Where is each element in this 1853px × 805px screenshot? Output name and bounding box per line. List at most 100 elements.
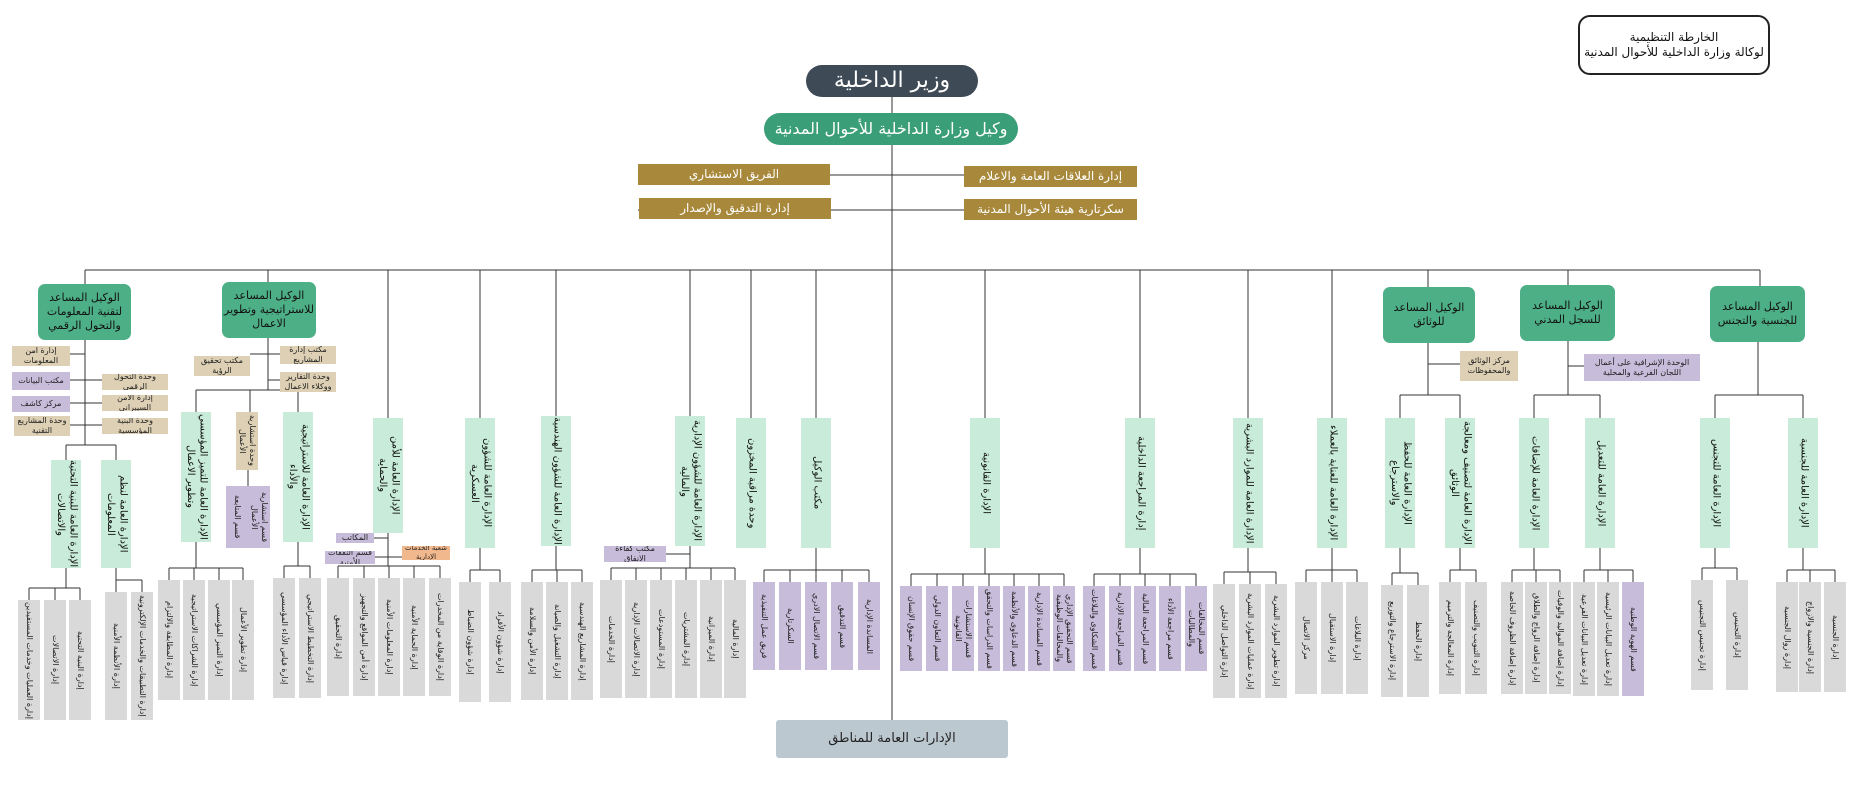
agent-it: الوكيل المساعد لتقنية المعلومات والتحول …: [38, 284, 131, 340]
leaf-c10-0: إدارة الوقاية من المخدرات: [429, 578, 451, 696]
leaf-c3-4: قسم الشكاوى والبلاغات: [1083, 586, 1105, 671]
leaf-c8-0: إدارة المشاريع الهندسية: [571, 582, 593, 700]
audit-issuance-box: إدارة التدقيق والإصدار: [639, 198, 831, 219]
leaf-s2-0: إدارة تطوير الأعمال: [232, 580, 254, 700]
leaf-c2-1: إدارة عمليات الموارد البشرية: [1239, 584, 1261, 698]
leaf-c9-1: إدارة شؤون الضباط: [459, 582, 481, 702]
leaf-s2-1: إدارة التميز المؤسسي: [208, 580, 230, 700]
directorate-civ2: الإدارة العامة للإضافات: [1519, 418, 1549, 548]
agent-documents: الوكيل المساعد للوثائق: [1383, 287, 1475, 343]
directorate-c6: وحدة مراقبة المخزون: [736, 418, 766, 548]
directorate-c8: الإدارة العامة للشؤون الهندسية: [541, 416, 571, 546]
leaf-doc1-0: إدارة التبويب والتصنيف: [1465, 582, 1487, 694]
leaf-it2-2: إدارة العمليات وخدمات المستفيدين: [18, 600, 40, 720]
directorate-it1: الإدارة العامة لنظم المعلومات: [101, 460, 131, 568]
documents-center-box: مركز الوثائق والمحفوظات: [1460, 351, 1518, 381]
leaf-c9-0: إدارة شؤون الأفراد: [489, 582, 511, 702]
leaf-it2-0: إدارة البنية التحتية: [69, 600, 91, 720]
leaf-c4-4: قسم الاستشارات القانونية: [952, 586, 974, 671]
leaf-it1-1: إدارة الأنظمة الأمنية: [105, 592, 127, 720]
directorate-civ1: الإدارة العامة للتعديل: [1585, 418, 1615, 548]
supervisory-unit-box: الوحدة الإشرافية على أعمال اللجان الفرعي…: [1584, 354, 1700, 381]
leaf-c10-4: إدارة التحقيق: [327, 578, 349, 696]
leaf-c7-1: إدارة الميزانية: [700, 580, 722, 698]
minister-box: وزير الداخلية: [806, 65, 978, 97]
directorate-c10: الإدارة العامة للأمن والحماية: [373, 418, 403, 533]
leaf-c5-4: فريق عمل التنفيذية: [753, 582, 775, 670]
leaf-nat1-2: إدارة زوال الجنسية: [1776, 582, 1798, 692]
leaf-c3-1: قسم مراجعة الأداء: [1159, 586, 1181, 671]
enterprise-arch-box: وحدة البنية المؤسسية: [102, 418, 168, 434]
leaf-it1-0: إدارة التطبيقات والخدمات الإلكترونية: [131, 592, 153, 720]
leaf-c5-2: قسم الاتصال الادري: [805, 582, 827, 670]
advisory-team-box: الفريق الاستشاري: [638, 164, 830, 185]
small-business-unit: وحدة استشارية الأعمال: [236, 412, 258, 470]
leaf-c1-0: إدارة البلاغات: [1346, 582, 1368, 694]
leaf-c10-3: إدارة أمن المواقع والتجهيز: [353, 578, 375, 696]
directorate-c2: الإدارة العامة للموارد البشرية: [1233, 418, 1263, 548]
reports-unit-box: وحدة التقارير ووكلاء الاعمال: [280, 372, 336, 392]
directorate-c4: الإدارة القانونية: [970, 418, 1000, 548]
leaf-c10-1: إدارة الحماية الأمنية: [403, 578, 425, 696]
chart-title-line1: الخارطة التنظيمية: [1629, 30, 1719, 44]
small-spending-efficiency: مكتب كفاءة الانفاق: [604, 546, 666, 562]
leaf-c5-3: السكرتارية: [779, 582, 801, 670]
leaf-s2-2: إدارة الشراكات الاستراتيجية: [183, 580, 205, 700]
leaf-c4-0: قسم التحقيق الإداري والمخالفات الوظيفية: [1053, 586, 1075, 671]
leaf-c8-2: إدارة الأمن والسلامة: [521, 582, 543, 700]
leaf-it2-1: إدارة الاتصالات: [44, 600, 66, 720]
cyber-security-box: إدارة الأمن السيبراني: [102, 395, 168, 411]
leaf-c1-1: إدارة الاستقبال: [1321, 582, 1343, 694]
directorate-doc1: الإدارة العامة لتصنيف ومعالجة الوثائق: [1445, 418, 1475, 548]
leaf-c5-0: المساندة الإدارية: [858, 582, 880, 670]
leaf-civ1-1: إدارة تعديل البيانات الرئيسية: [1597, 582, 1619, 696]
leaf-s1-0: إدارة التخطيط الاستراتيجي: [299, 578, 321, 698]
leaf-doc1-1: إدارة المعالجة والترميم: [1439, 582, 1461, 694]
leaf-nat2-1: إدارة تجنيس التجنيس: [1691, 580, 1713, 690]
agent-civil-registry: الوكيل المساعد للسجل المدني: [1520, 285, 1615, 341]
leaf-c7-4: إدارة الاتصالات الإدارية: [625, 580, 647, 698]
undersecretary-box: وكيل وزارة الداخلية للأحوال المدنية: [764, 113, 1018, 145]
tech-projects-box: وحدة المشاريع التقنية: [14, 416, 70, 436]
leaf-c2-0: إدارة تطوير الموارد البشرية: [1265, 584, 1287, 698]
leaf-s2-3: إدارة المطابقة والالتزام: [158, 580, 180, 700]
leaf-civ2-1: إدارة إضافة الزواج والطلاق: [1525, 582, 1547, 694]
leaf-c7-0: إدارة المالية: [724, 580, 746, 698]
kashef-center-box: مركز كاشف: [12, 396, 70, 412]
leaf-civ2-0: إدارة إضافة المواليد والوفيات: [1549, 582, 1571, 694]
directorate-c9: الإدارة العامة للشؤون العسكرية: [465, 418, 495, 548]
small-admin-services: شعبة الخدمات الإدارية: [402, 546, 450, 560]
leaf-civ1-2: إدارة تعديل البيانات الفرعية: [1573, 582, 1595, 696]
leaf-c3-0: قسم المخالفات والمطالبات: [1185, 586, 1207, 671]
public-relations-box: إدارة العلاقات العامة والاعلام: [964, 166, 1137, 187]
vision-office-box: مكتب تحقيق الرؤية: [194, 356, 250, 376]
regions-box: الإدارات العامة للمناطق: [776, 720, 1008, 758]
chart-title-line2: لوكالة وزارة الداخلية للأحوال المدنية: [1584, 45, 1764, 59]
leaf-c7-3: إدارة المستودعات: [650, 580, 672, 698]
leaf-doc2-0: إدارة الحفظ: [1407, 585, 1429, 697]
leaf-doc2-1: إدارة الاسترجاع والتوزيع: [1381, 585, 1403, 697]
directorate-nat1: الإدارة العامة للجنسية: [1788, 418, 1818, 548]
small-business-consult: قسم استشارية الأعمال: [248, 486, 270, 548]
leaf-c5-1: قسم التدقيق: [831, 582, 853, 670]
leaf-c2-2: إدارة التواصل الداخلي: [1213, 584, 1235, 698]
directorate-c3: إدارة المراجعة الداخلية: [1125, 418, 1155, 548]
directorate-s2: الإدارة العامة للتميز المؤسسي وتطوير الا…: [181, 412, 211, 542]
leaf-civ2-2: إدارة إضافة الظروف الخاصة: [1501, 582, 1523, 694]
directorate-s1: الإدارة العامة للاستراتيجية والأداء: [283, 412, 313, 542]
leaf-nat1-1: إدارة الجنسية والازواج: [1799, 582, 1821, 692]
leaf-c4-2: قسم الدعاوى والأنظمة: [1003, 586, 1025, 671]
leaf-c4-3: قسم الدراسات والتحقق: [978, 586, 1000, 671]
directorate-c5: مكتب الوكيل: [801, 418, 831, 548]
secretariat-box: سكرتارية هيئة الأحوال المدنية: [964, 199, 1137, 220]
leaf-c10-2: إدارة المعلومات الأمنية: [378, 578, 400, 696]
leaf-c4-1: قسم المساندة الإدارية: [1028, 586, 1050, 671]
leaf-c4-5: قسم التعاون الدولي: [926, 586, 948, 671]
directorate-nat2: الإدارة العامة للتجنس: [1700, 418, 1730, 548]
agent-strategy: الوكيل المساعد للاستراتيجية وتطوير الاعم…: [222, 282, 316, 338]
leaf-nat1-0: إدارة الجنسية: [1824, 582, 1846, 692]
chart-title-box: الخارطة التنظيمية لوكالة وزارة الداخلية …: [1578, 15, 1770, 75]
digital-transformation-box: وحدة التحول الرقمي: [102, 374, 168, 390]
leaf-nat2-0: إدارة التجنيس: [1726, 580, 1748, 690]
